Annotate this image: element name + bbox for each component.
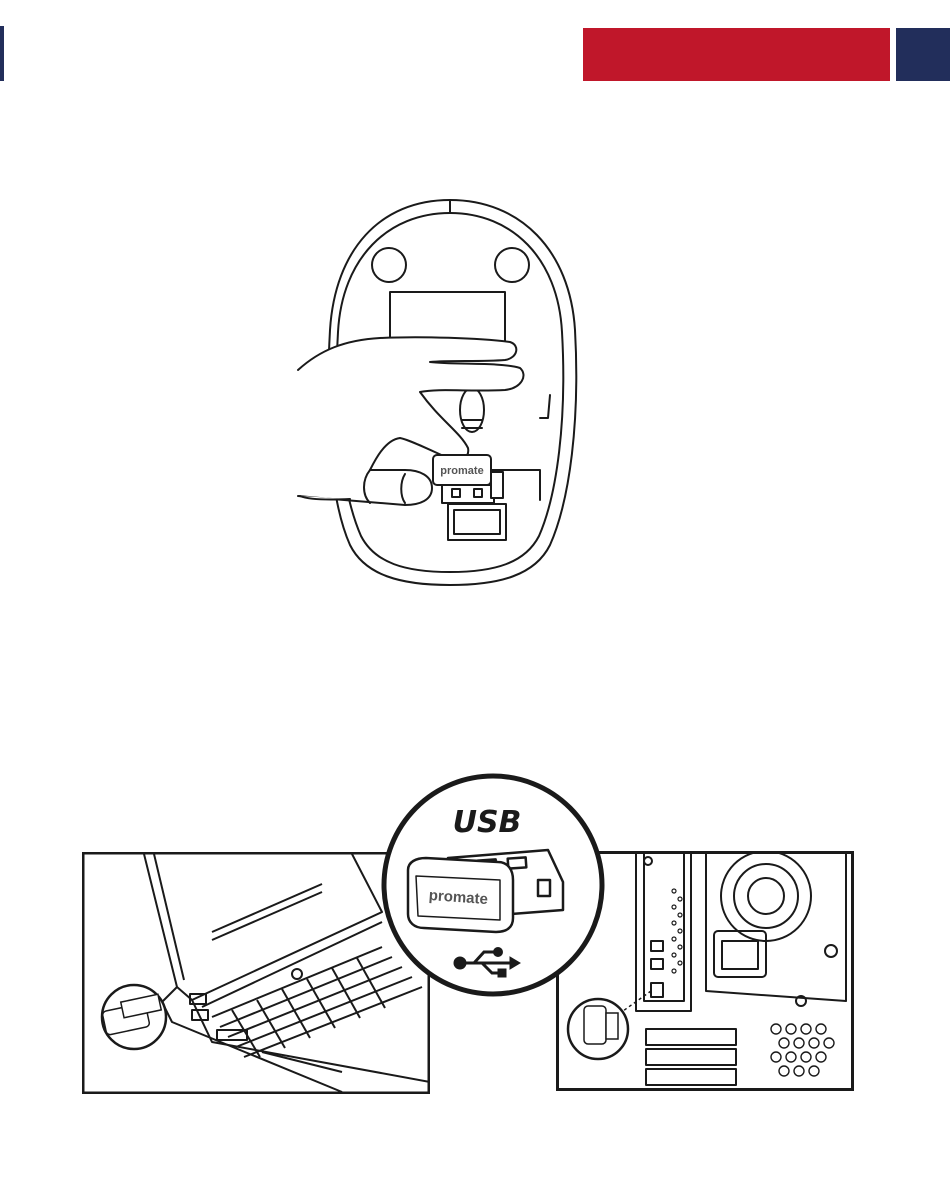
usb-callout: USB promate <box>378 770 608 1000</box>
usb-callout-title: USB <box>453 805 522 840</box>
mouse-receiver-brand: promate <box>440 465 483 477</box>
mouse-receiver-removal-icon: promate <box>0 0 950 620</box>
